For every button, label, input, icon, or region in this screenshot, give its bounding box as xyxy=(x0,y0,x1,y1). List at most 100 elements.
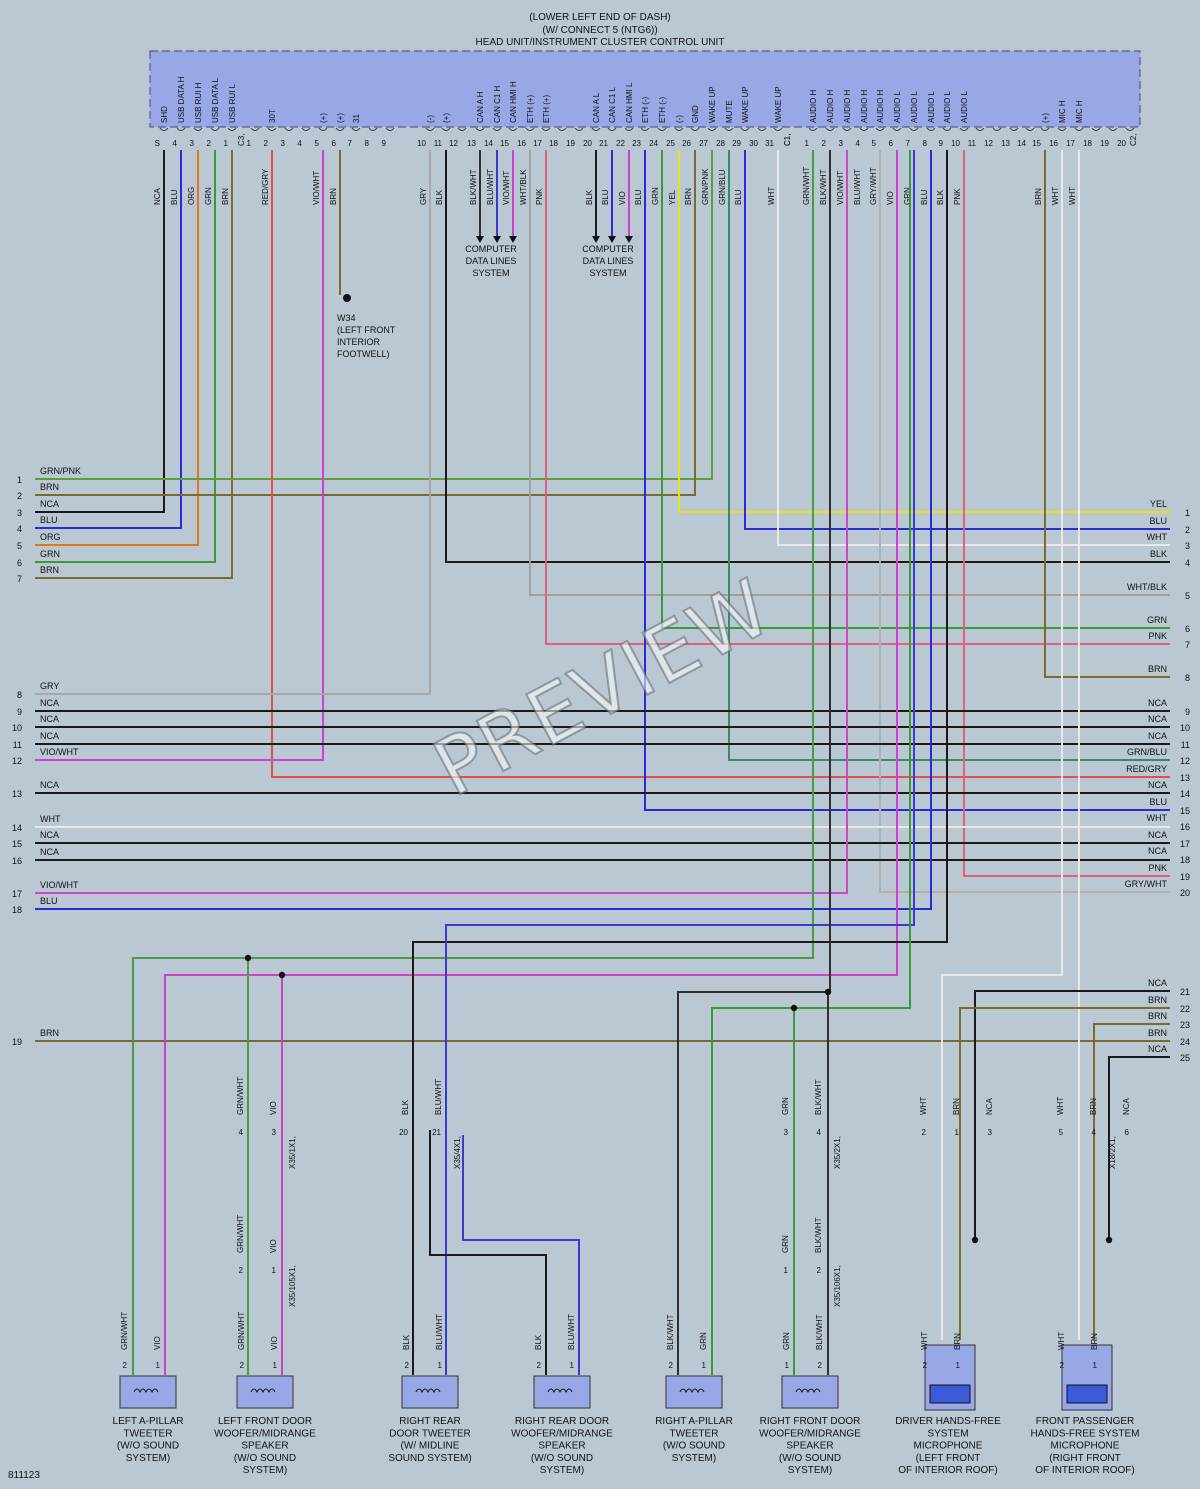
component-pin-3-2: 2 xyxy=(537,1361,542,1370)
pin-number-c1b-11: 11 xyxy=(968,139,977,148)
pin-number-c1-14: 14 xyxy=(484,139,493,148)
right-wire-label-17: NCA xyxy=(1148,830,1167,840)
right-wire-label-2: BLU xyxy=(1149,516,1167,526)
inline-pin-wire-7-0-6: NCA xyxy=(1122,1097,1131,1115)
component-label-3-4: SYSTEM) xyxy=(540,1465,584,1476)
right-wire-number-17: 17 xyxy=(1180,839,1190,849)
pin-terminal-c1-28 xyxy=(724,127,734,131)
inline-pin-wire-7-0-5: WHT xyxy=(1056,1097,1065,1115)
pin-function-c1-15: CAN HMI H xyxy=(509,81,518,123)
pin-terminal-c1b-4 xyxy=(859,127,869,131)
inline-pin-5-1-2: 2 xyxy=(817,1266,822,1275)
pin-terminal-c1-7 xyxy=(351,127,361,131)
component-label-7-1: HANDS-FREE SYSTEM xyxy=(1031,1428,1140,1439)
component-label-4-2: (W/O SOUND xyxy=(663,1441,725,1452)
inline-pin-5-1-1: 1 xyxy=(784,1266,789,1275)
pin-wire-color-c2-17: WHT xyxy=(1068,187,1077,205)
module-location: (LOWER LEFT END OF DASH) xyxy=(529,12,671,23)
left-wire-label-18: BLU xyxy=(40,896,58,906)
pin-function-c1b-4: AUDIO H xyxy=(860,89,869,123)
component-pin-wire-6-2: WHT xyxy=(920,1332,929,1350)
pin-number-c1-2: 2 xyxy=(264,139,269,148)
component-label-3-1: WOOFER/MIDRANGE xyxy=(511,1428,613,1439)
component-pin-wire-5-1: GRN xyxy=(782,1332,791,1350)
component-label-2-2: (W/ MIDLINE xyxy=(401,1441,460,1452)
component-pin-wire-5-2: BLK/WHT xyxy=(815,1314,824,1350)
pin-wire-color-c1b-2: BLK/WHT xyxy=(819,169,828,205)
pin-number-c1-12: 12 xyxy=(449,139,458,148)
pin-terminal-c1b-12 xyxy=(992,127,1002,131)
pin-number-c1-5: 5 xyxy=(315,139,320,148)
pin-function-c1-11: (+) xyxy=(442,113,451,123)
left-wire-label-7: BRN xyxy=(40,565,59,575)
pin-number-c1-15: 15 xyxy=(500,139,509,148)
pin-terminal-c1b-1 xyxy=(808,127,818,131)
left-wire-label-5: ORG xyxy=(40,532,61,542)
component-label-6-4: OF INTERIOR ROOF) xyxy=(898,1465,997,1476)
wire-3 xyxy=(35,150,216,563)
left-wire-label-12: VIO/WHT xyxy=(40,747,79,757)
right-wire-label-12: GRN/BLU xyxy=(1127,747,1167,757)
pin-function-c1b-10: AUDIO L xyxy=(960,90,969,123)
pin-number-c1-31: 31 xyxy=(765,139,774,148)
data-lines-label-a-2: SYSTEM xyxy=(472,268,509,278)
inline-pin-wire-1-0-4: GRN/WHT xyxy=(236,1077,245,1115)
pin-wire-color-c1-11: BLK xyxy=(435,189,444,205)
pin-number-c1b-7: 7 xyxy=(906,139,911,148)
pin-wire-color-c1-16: WHT/BLK xyxy=(519,169,528,205)
right-wire-number-22: 22 xyxy=(1180,1004,1190,1014)
pin-terminal-c1-30 xyxy=(757,127,767,131)
left-wire-number-3: 3 xyxy=(17,508,22,518)
right-wire-label-7: PNK xyxy=(1148,631,1167,641)
inline-pin-wire-1-1-1: VIO xyxy=(269,1239,278,1253)
component-label-5-3: (W/O SOUND xyxy=(779,1453,841,1464)
pin-terminal-c1-12 xyxy=(457,127,467,131)
pin-terminal-c1-29 xyxy=(740,127,750,131)
pin-number-c2-20: 20 xyxy=(1117,139,1126,148)
right-wire-label-22: BRN xyxy=(1148,995,1167,1005)
component-label-7-0: FRONT PASSENGER xyxy=(1036,1416,1135,1427)
pin-terminal-c1-15 xyxy=(508,127,518,131)
pin-terminal-c1-14 xyxy=(492,127,502,131)
pin-wire-color-c3-S: NCA xyxy=(153,187,162,205)
wire-8 xyxy=(35,150,324,761)
pin-wire-color-c1-2: RED/GRY xyxy=(261,168,270,205)
speaker-body-4 xyxy=(665,1375,723,1409)
wire-9 xyxy=(35,150,431,695)
wire-12 xyxy=(545,150,1170,645)
pin-number-c1b-13: 13 xyxy=(1001,139,1010,148)
pin-number-c1-13: 13 xyxy=(467,139,476,148)
pin-number-c1-16: 16 xyxy=(517,139,526,148)
pin-function-c1-27: WAKE UP xyxy=(708,86,717,123)
shield-end-1 xyxy=(1105,1236,1113,1244)
inline-pin-1-1-2: 2 xyxy=(239,1266,244,1275)
component-label-3-2: SPEAKER xyxy=(538,1441,585,1452)
wire-20 xyxy=(963,150,1170,877)
pin-number-c1-6: 6 xyxy=(332,139,337,148)
pin-function-c1-13: CAN A H xyxy=(476,91,485,123)
pin-wire-color-c1b-7: GRN xyxy=(903,187,912,205)
inline-connector-label-1-0: X35/1X1, xyxy=(288,1136,297,1169)
speaker-coil-5 xyxy=(795,1388,821,1394)
component-pin-2-1: 1 xyxy=(438,1361,443,1370)
inline-pin-wire-6-0-3: NCA xyxy=(985,1097,994,1115)
component-label-0-1: TWEETER xyxy=(124,1428,173,1439)
data-line-arrow-1 xyxy=(493,236,501,243)
wire-13 xyxy=(644,150,1170,811)
right-wire-number-16: 16 xyxy=(1180,822,1190,832)
component-label-7-3: (RIGHT FRONT xyxy=(1049,1453,1120,1464)
pin-wire-color-c3-4: BLU xyxy=(170,189,179,205)
right-wire-number-1: 1 xyxy=(1185,508,1190,518)
pin-wire-color-c1-21: BLU xyxy=(601,189,610,205)
left-wire-number-11: 11 xyxy=(13,740,22,750)
pin-number-c3-S: S xyxy=(155,139,160,148)
pin-function-c1-26: GND xyxy=(691,105,700,123)
speaker-coil-1 xyxy=(250,1388,276,1394)
component-label-4-0: RIGHT A-PILLAR xyxy=(655,1416,733,1427)
left-wire-label-11: NCA xyxy=(40,731,59,741)
left-wire-label-2: BRN xyxy=(40,482,59,492)
inline-connector-label-7-0: X18/2X1, xyxy=(1108,1136,1117,1169)
pin-function-c1b-9: AUDIO L xyxy=(943,90,952,123)
left-wire-label-10: NCA xyxy=(40,714,59,724)
